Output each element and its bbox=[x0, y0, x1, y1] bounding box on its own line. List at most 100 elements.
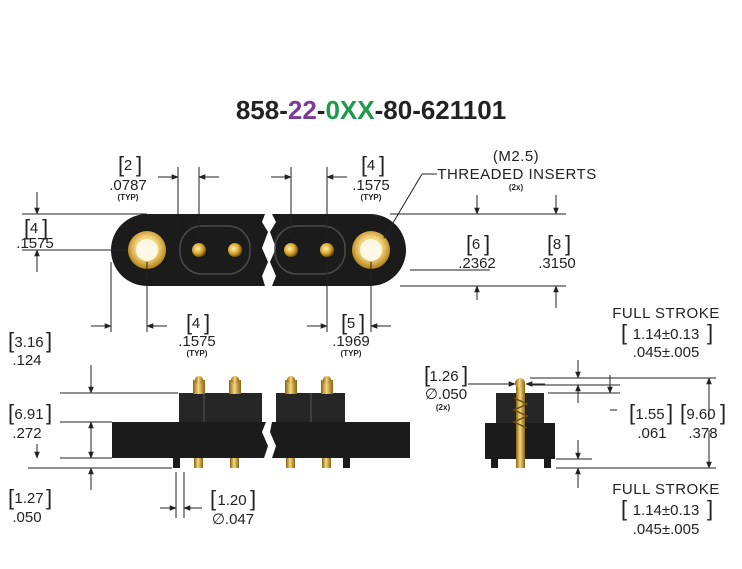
svg-text:[: [ bbox=[629, 400, 635, 425]
full-stroke-top: FULL STROKE [] 1.14±0.13 .045±.005 bbox=[612, 305, 719, 361]
svg-text:]: ] bbox=[136, 152, 142, 177]
svg-text:[: [ bbox=[210, 486, 216, 511]
dim-pitch-top-right-inch: .1575 bbox=[352, 177, 390, 194]
side-view-flange-left bbox=[112, 422, 268, 458]
dim-left-height: [] 4 .1575 bbox=[16, 192, 147, 272]
svg-text:[: [ bbox=[118, 152, 124, 177]
svg-text:]: ] bbox=[42, 215, 48, 240]
threaded-insert-right-hole bbox=[360, 239, 382, 261]
svg-text:]: ] bbox=[707, 496, 713, 521]
dim-pitch-top-right: [] 4 .1575 (TYP) bbox=[271, 152, 390, 236]
end-view bbox=[485, 378, 555, 468]
dim-pin-dia-inch: ∅.047 bbox=[212, 511, 254, 528]
dim-side-127: [] 1.27 .050 bbox=[8, 444, 172, 526]
pin-pocket-left bbox=[179, 225, 251, 275]
side-view bbox=[112, 376, 410, 468]
full-stroke-top-inch: .045±.005 bbox=[633, 344, 700, 361]
side-pin-top-1 bbox=[193, 380, 205, 394]
dim-pitch-bottom-right-inch: .1969 bbox=[332, 333, 370, 350]
dim-end-155-mm: 1.55 bbox=[635, 406, 664, 423]
svg-text:[: [ bbox=[621, 496, 627, 521]
dim-side-127-inch: .050 bbox=[12, 509, 41, 526]
side-view-flange-right bbox=[270, 422, 410, 458]
dim-body-widths: [] 6 .2362 [] 8 .3150 bbox=[390, 195, 576, 308]
threaded-inserts-callout: (M2.5) THREADED INSERTS (2x) bbox=[383, 148, 596, 239]
dim-width-8-mm: 8 bbox=[553, 236, 561, 253]
insert-size-label: (M2.5) bbox=[493, 148, 539, 165]
part-number-seg-3: - bbox=[317, 95, 326, 125]
svg-text:[: [ bbox=[8, 328, 14, 353]
svg-text:]: ] bbox=[462, 362, 468, 387]
svg-text:]: ] bbox=[565, 231, 571, 256]
part-number-seg-4: 0XX bbox=[325, 95, 375, 125]
dim-side-691-inch: .272 bbox=[12, 425, 41, 442]
svg-text:[: [ bbox=[466, 231, 472, 256]
dim-left-height-mm: 4 bbox=[30, 220, 38, 237]
svg-text:]: ] bbox=[46, 328, 52, 353]
svg-text:[: [ bbox=[8, 485, 14, 510]
end-view-pin bbox=[516, 384, 525, 468]
side-view-housing-left bbox=[179, 393, 262, 422]
svg-text:[: [ bbox=[680, 400, 686, 425]
top-view bbox=[111, 214, 406, 286]
pin-1 bbox=[192, 243, 206, 257]
dim-pitch-bottom-right-note: (TYP) bbox=[341, 349, 362, 358]
svg-text:[: [ bbox=[547, 231, 553, 256]
svg-text:]: ] bbox=[720, 400, 726, 425]
part-number-seg-2: 22 bbox=[288, 95, 317, 125]
dim-pitch-bottom-left: [] 4 .1575 (TYP) bbox=[91, 262, 216, 358]
svg-text:[: [ bbox=[24, 215, 30, 240]
dim-end-dia-note: (2x) bbox=[436, 403, 451, 412]
svg-text:[: [ bbox=[621, 320, 627, 345]
svg-text:[: [ bbox=[186, 310, 192, 335]
dim-side-691-mm: 6.91 bbox=[14, 406, 43, 423]
dim-pitch-bottom-left-note: (TYP) bbox=[187, 349, 208, 358]
dim-pitch-top: [] 2 .0787 (TYP) bbox=[109, 152, 219, 236]
dim-side-316-inch: .124 bbox=[12, 352, 41, 369]
dim-pitch-top-inch: .0787 bbox=[109, 177, 147, 194]
dim-width-8-inch: .3150 bbox=[538, 255, 576, 272]
insert-count-note: (2x) bbox=[509, 183, 524, 192]
dim-end-dia-inch: ∅.050 bbox=[425, 386, 467, 403]
side-pin-tail-3 bbox=[286, 458, 295, 468]
dim-width-6-mm: 6 bbox=[472, 236, 480, 253]
part-number-seg-5: -80-621101 bbox=[375, 95, 507, 125]
dim-pitch-top-right-note: (TYP) bbox=[361, 193, 382, 202]
dim-end-155-inch: .061 bbox=[637, 425, 666, 442]
dim-side-316-mm: 3.16 bbox=[14, 334, 43, 351]
dim-pitch-bottom-left-inch: .1575 bbox=[178, 333, 216, 350]
dim-end-960-inch: .378 bbox=[688, 425, 717, 442]
svg-text:[: [ bbox=[8, 400, 14, 425]
svg-text:]: ] bbox=[379, 152, 385, 177]
side-pin-top-4 bbox=[321, 380, 333, 394]
part-number-seg-1: 858- bbox=[236, 95, 288, 125]
dim-end-dia: [] 1.26 ∅.050 (2x) bbox=[424, 362, 545, 412]
dim-pitch-bottom-right: [] 5 .1969 (TYP) bbox=[307, 262, 391, 358]
insert-type-label: THREADED INSERTS bbox=[437, 166, 596, 183]
svg-text:]: ] bbox=[46, 485, 52, 510]
dim-pitch-bottom-left-mm: 4 bbox=[192, 315, 200, 332]
threaded-insert-left-hole bbox=[136, 239, 158, 261]
svg-text:[: [ bbox=[341, 310, 347, 335]
side-pin-tail-4 bbox=[322, 458, 331, 468]
full-stroke-bottom-label: FULL STROKE bbox=[612, 481, 719, 498]
svg-text:]: ] bbox=[707, 320, 713, 345]
part-number-title: 858-22-0XX-80-621101 bbox=[236, 95, 506, 125]
full-stroke-bottom-mm: 1.14±0.13 bbox=[633, 502, 700, 519]
dim-pin-dia-mm: 1.20 bbox=[217, 492, 246, 509]
pin-2 bbox=[228, 243, 242, 257]
dim-pitch-bottom-right-mm: 5 bbox=[347, 315, 355, 332]
dim-side-127-mm: 1.27 bbox=[14, 490, 43, 507]
svg-text:]: ] bbox=[46, 400, 52, 425]
full-stroke-top-mm: 1.14±0.13 bbox=[633, 326, 700, 343]
dim-pitch-top-mm: 2 bbox=[124, 157, 132, 174]
dim-end-960-mm: 9.60 bbox=[686, 406, 715, 423]
pin-pocket-right bbox=[274, 225, 346, 275]
dim-pitch-top-right-mm: 4 bbox=[367, 157, 375, 174]
svg-text:[: [ bbox=[361, 152, 367, 177]
dim-side-316: [] 3.16 .124 bbox=[8, 328, 178, 394]
dim-end-dia-mm: 1.26 bbox=[429, 368, 458, 385]
dim-width-6-inch: .2362 bbox=[458, 255, 496, 272]
dim-left-height-inch: .1575 bbox=[16, 235, 54, 252]
